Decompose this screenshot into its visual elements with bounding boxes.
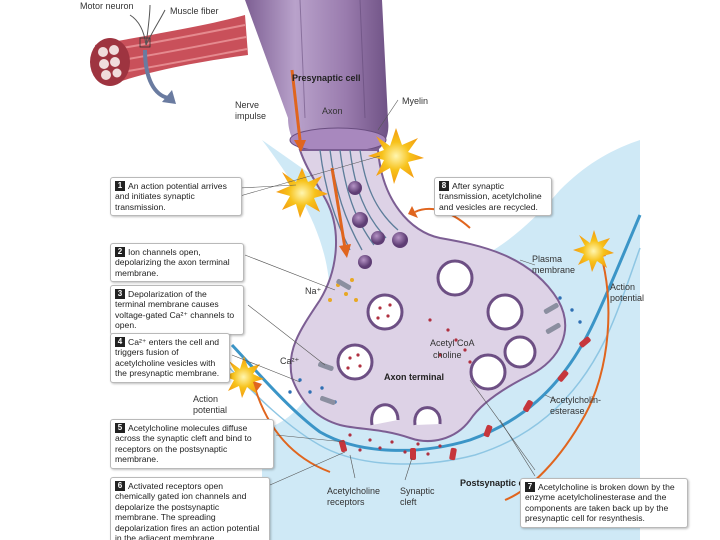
step-5-text: Acetylcholine molecules diffuse across t… (115, 423, 252, 465)
vesicles-neck (348, 181, 408, 269)
action-potential-right-label: Action potential (610, 282, 645, 303)
acetylcholine-receptors-label: Acetylcholine receptors (327, 486, 381, 507)
sodium-ion-label: Na⁺ (305, 286, 322, 296)
step-3-number: 3 (115, 289, 125, 299)
acetyl-coa-label: Acetyl CoA (430, 338, 475, 348)
synaptic-cleft-label: Synaptic cleft (400, 486, 435, 507)
step-1-text: An action potential arrives and initiate… (115, 181, 227, 212)
choline-label: choline (433, 350, 462, 360)
microtubules (319, 149, 399, 251)
receptors (338, 336, 591, 461)
acetylcholine-molecules (348, 318, 472, 456)
step-4-number: 4 (115, 337, 125, 347)
step-4-text: Ca²⁺ enters the cell and triggers fusion… (115, 337, 220, 379)
muscle-fiber-label: Muscle fiber (170, 6, 219, 16)
step-2-text: Ion channels open, depolarizing the axon… (115, 247, 230, 278)
step-5-number: 5 (115, 423, 125, 433)
step-6-number: 6 (115, 481, 125, 491)
leader-lines (231, 99, 557, 486)
muscle-fiber-inset (90, 4, 248, 104)
calcium-ion-label: Ca²⁺ (280, 356, 300, 366)
action-potential-left-label: Action potential (193, 394, 228, 415)
step-3-text: Depolarization of the terminal membrane … (115, 289, 235, 331)
axon-terminal-label: Axon terminal (384, 372, 445, 382)
step-1-number: 1 (115, 181, 125, 191)
step-6-text: Activated receptors open chemically gate… (115, 481, 260, 540)
step-2-number: 2 (115, 247, 125, 257)
presynaptic-cell-label: Presynaptic cell (292, 73, 361, 83)
nerve-impulse-arrow (290, 69, 351, 258)
step-8-text: After synaptic transmission, acetylcholi… (439, 181, 542, 212)
nerve-impulse-label: Nerve impulse (235, 100, 267, 121)
myelin-label: Myelin (402, 96, 429, 106)
step-7-text: Acetylcholine is broken down by the enzy… (525, 482, 675, 524)
axon-label: Axon (322, 106, 343, 116)
motor-neuron-label: Motor neuron (80, 1, 134, 11)
axon-shape (245, 0, 389, 150)
postsynaptic-membrane (230, 214, 642, 452)
step-7-number: 7 (525, 482, 535, 492)
postsynaptic-cell-label: Postsynaptic cell (460, 478, 534, 488)
acetylcholinesterase-label: Acetylcholin- esterase (550, 395, 602, 416)
acetylcholine-vesicles (336, 259, 537, 391)
action-potential-flashes (223, 128, 614, 398)
plasma-membrane-label: Plasma membrane (532, 254, 576, 275)
step-8-number: 8 (439, 181, 449, 191)
